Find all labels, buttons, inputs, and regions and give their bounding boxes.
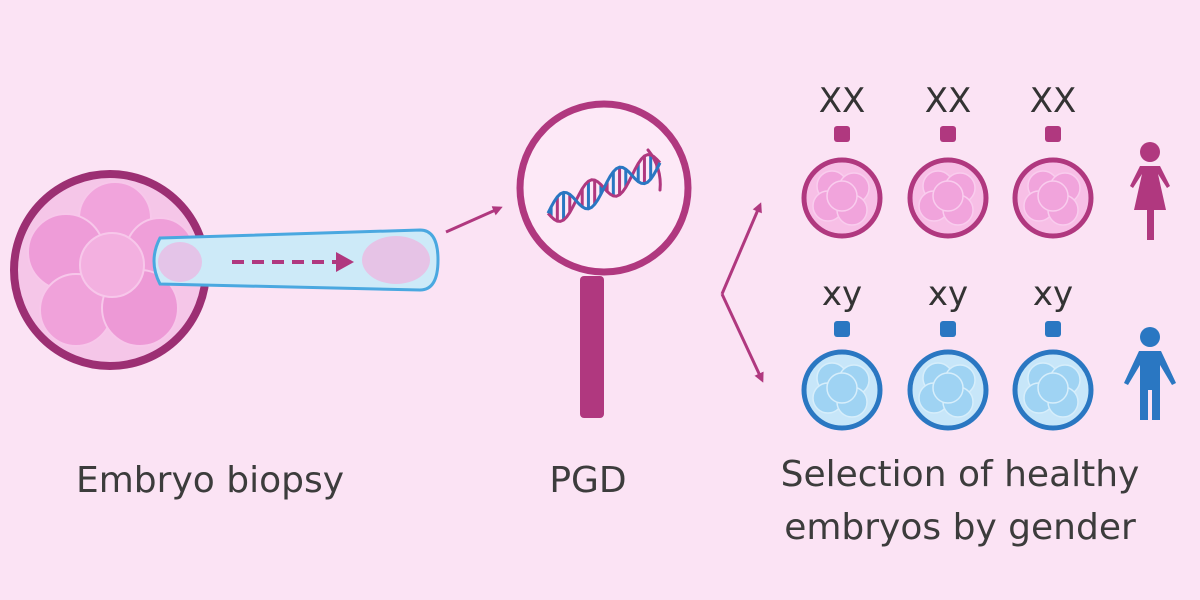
caption-selection: Selection of healthy embryos by gender <box>780 454 1140 548</box>
female-embryo <box>907 157 989 239</box>
female-chromosome-label: XX <box>1030 81 1077 121</box>
male-embryo <box>907 349 989 431</box>
dna-helix-icon <box>546 153 662 223</box>
female-chromosome-marker <box>834 126 850 142</box>
embryo-biopsy-icon <box>10 170 210 370</box>
female-person-icon <box>1130 142 1170 240</box>
male-embryo-row: xy xy xy <box>801 274 1094 431</box>
pipette-icon <box>152 228 440 292</box>
male-chromosome-label: xy <box>822 274 862 314</box>
magnifying-glass-icon <box>516 100 692 418</box>
male-embryo <box>1012 349 1094 431</box>
female-embryo <box>801 157 883 239</box>
female-chromosome-label: XX <box>925 81 972 121</box>
arrow-to-pgd <box>445 206 503 234</box>
female-chromosome-marker <box>940 126 956 142</box>
female-embryo-row: XX XX XX <box>801 81 1094 239</box>
caption-pgd: PGD <box>549 460 627 501</box>
male-embryo <box>801 349 883 431</box>
male-person-icon <box>1124 327 1176 420</box>
male-chromosome-label: xy <box>1033 274 1073 314</box>
male-chromosome-marker <box>940 321 956 337</box>
male-chromosome-label: xy <box>928 274 968 314</box>
male-chromosome-marker <box>834 321 850 337</box>
branch-arrows <box>720 202 764 383</box>
female-chromosome-marker <box>1045 126 1061 142</box>
caption-embryo-biopsy: Embryo biopsy <box>75 460 345 501</box>
male-chromosome-marker <box>1045 321 1061 337</box>
female-embryo <box>1012 157 1094 239</box>
female-chromosome-label: XX <box>819 81 866 121</box>
